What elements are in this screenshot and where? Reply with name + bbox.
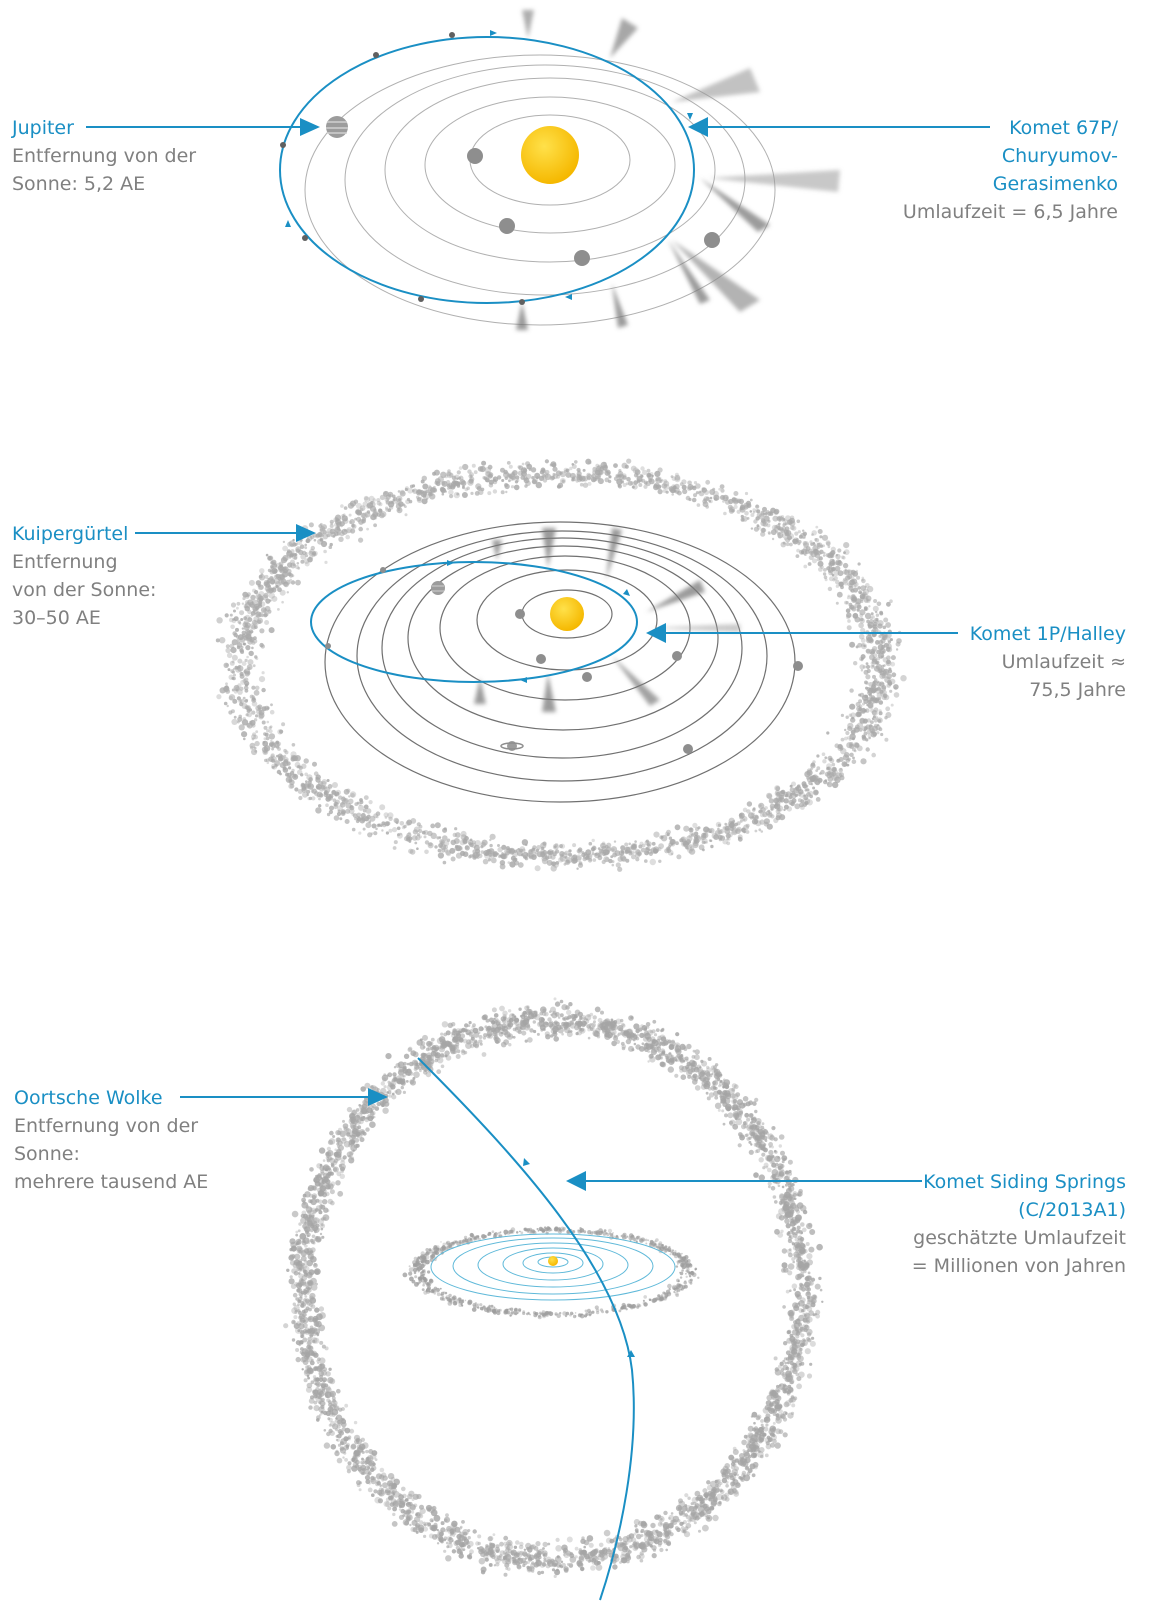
kuiper-label: Kuipergürtel Entfernung von der Sonne: 3… [12, 520, 156, 632]
sun [548, 1256, 558, 1266]
kuiper-belt-cloud [215, 458, 907, 872]
comet-halley-orbit [310, 561, 638, 683]
comet-67p-orbit-direction-markers [285, 30, 693, 300]
kuiper-distance-line-1: Entfernung [12, 551, 118, 573]
jupiter-planet [326, 116, 348, 138]
inner-kuiper-disc [402, 1226, 700, 1320]
sun [521, 126, 579, 184]
comet-siding-springs-period-2: = Millionen von Jahren [911, 1255, 1126, 1277]
comet-67p-name-3: Gerasimenko [992, 173, 1118, 195]
jupiter-distance-line-2: Sonne: 5,2 AE [12, 173, 146, 195]
sun [550, 597, 584, 631]
comet-halley-name: Komet 1P/Halley [969, 623, 1126, 645]
planets [467, 148, 720, 266]
panel-bottom-oort-cloud [180, 997, 922, 1601]
comet-siding-springs-name-2: (C/2013A1) [1018, 1199, 1126, 1221]
comet-halley-arrowhead [646, 623, 666, 643]
comet-halley-period-1: Umlaufzeit ≈ [1001, 651, 1126, 673]
oort-name: Oortsche Wolke [14, 1087, 163, 1109]
comet-siding-springs-direction-markers [523, 1158, 635, 1357]
oort-label: Oortsche Wolke Entfernung von der Sonne:… [14, 1084, 208, 1196]
comet-siding-springs-arrowhead [566, 1171, 586, 1191]
panel-middle-kuiper-belt [135, 458, 958, 872]
panel-top-inner-solar-system [86, 10, 990, 330]
comet-halley-orbit-direction-markers [447, 560, 630, 683]
comet-halley-period-2: 75,5 Jahre [1029, 679, 1126, 701]
kuiper-name: Kuipergürtel [12, 523, 129, 545]
kuiper-arrowhead [296, 524, 316, 542]
comet-67p-name-1: Komet 67P/ [1009, 117, 1118, 139]
oort-arrowhead [368, 1088, 388, 1106]
comet-67p-period: Umlaufzeit = 6,5 Jahre [902, 201, 1118, 223]
jupiter-arrowhead [300, 118, 320, 136]
planets [325, 567, 803, 754]
comet-siding-springs-trajectory [417, 1057, 635, 1601]
comet-67p-label: Komet 67P/ Churyumov- Gerasimenko Umlauf… [903, 114, 1118, 226]
comet-siding-springs-period-1: geschätzte Umlaufzeit [913, 1227, 1126, 1249]
comet-67p-arrowhead [688, 117, 708, 137]
jupiter-planet [431, 581, 445, 595]
inner-planet-orbits [430, 1233, 676, 1301]
oort-distance-line-1: Entfernung von der [14, 1115, 199, 1137]
comet-halley-tails [474, 528, 740, 712]
jupiter-distance-line-1: Entfernung von der [12, 145, 197, 167]
kuiper-distance-line-3: 30–50 AE [12, 607, 101, 629]
comet-siding-springs-name-1: Komet Siding Springs [923, 1171, 1126, 1193]
comet-67p-tails [516, 10, 840, 330]
jupiter-label: Jupiter Entfernung von der Sonne: 5,2 AE [12, 114, 196, 198]
jupiter-name: Jupiter [12, 117, 74, 139]
orbit-position-dots [280, 32, 525, 305]
kuiper-distance-line-2: von der Sonne: [12, 579, 157, 601]
comet-siding-springs-label: Komet Siding Springs (C/2013A1) geschätz… [912, 1168, 1126, 1280]
saturn-planet [500, 741, 524, 751]
planet-orbits [324, 521, 796, 803]
comet-67p-orbit [279, 36, 695, 304]
oort-cloud-shell [283, 997, 824, 1578]
comet-halley-label: Komet 1P/Halley Umlaufzeit ≈ 75,5 Jahre [970, 620, 1126, 704]
oort-distance-line-3: mehrere tausend AE [14, 1171, 209, 1193]
oort-distance-line-2: Sonne: [14, 1143, 80, 1165]
comet-67p-name-2: Churyumov- [1001, 145, 1118, 167]
